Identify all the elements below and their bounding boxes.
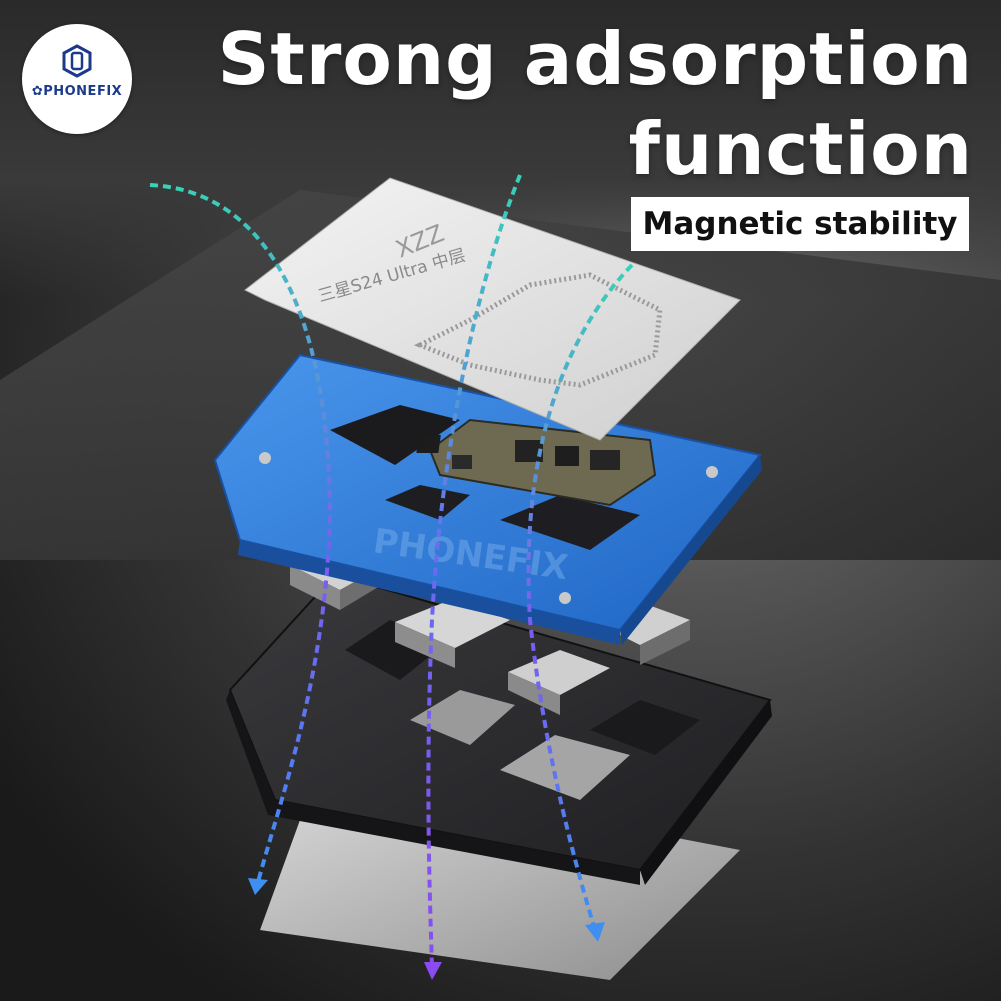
circuit-board bbox=[416, 418, 657, 507]
stencil-plate: XZZ 三星S24 Ultra 中层 bbox=[244, 177, 741, 441]
headline-line-1: Strong adsorption bbox=[217, 17, 973, 101]
arrow-head-center bbox=[424, 962, 442, 980]
magnetic-field-arrows bbox=[149, 174, 634, 969]
blue-frame: PHONEFIX bbox=[213, 353, 762, 645]
arrow-heads bbox=[248, 878, 605, 980]
field-arrow-right bbox=[526, 263, 634, 931]
brand-mark-icon: ✿ bbox=[31, 84, 44, 99]
feature-tag: Magnetic stability bbox=[631, 197, 969, 251]
brand-logo[interactable]: ✿PHONEFIX bbox=[22, 24, 132, 134]
field-arrow-center bbox=[426, 174, 522, 969]
arrow-head-left bbox=[248, 878, 268, 895]
arrow-head-right bbox=[585, 922, 605, 942]
field-arrow-left bbox=[149, 183, 333, 883]
phone-tool-icon bbox=[62, 44, 92, 78]
headline-line-2: function bbox=[628, 107, 973, 191]
brand-name: PHONEFIX bbox=[43, 84, 123, 99]
